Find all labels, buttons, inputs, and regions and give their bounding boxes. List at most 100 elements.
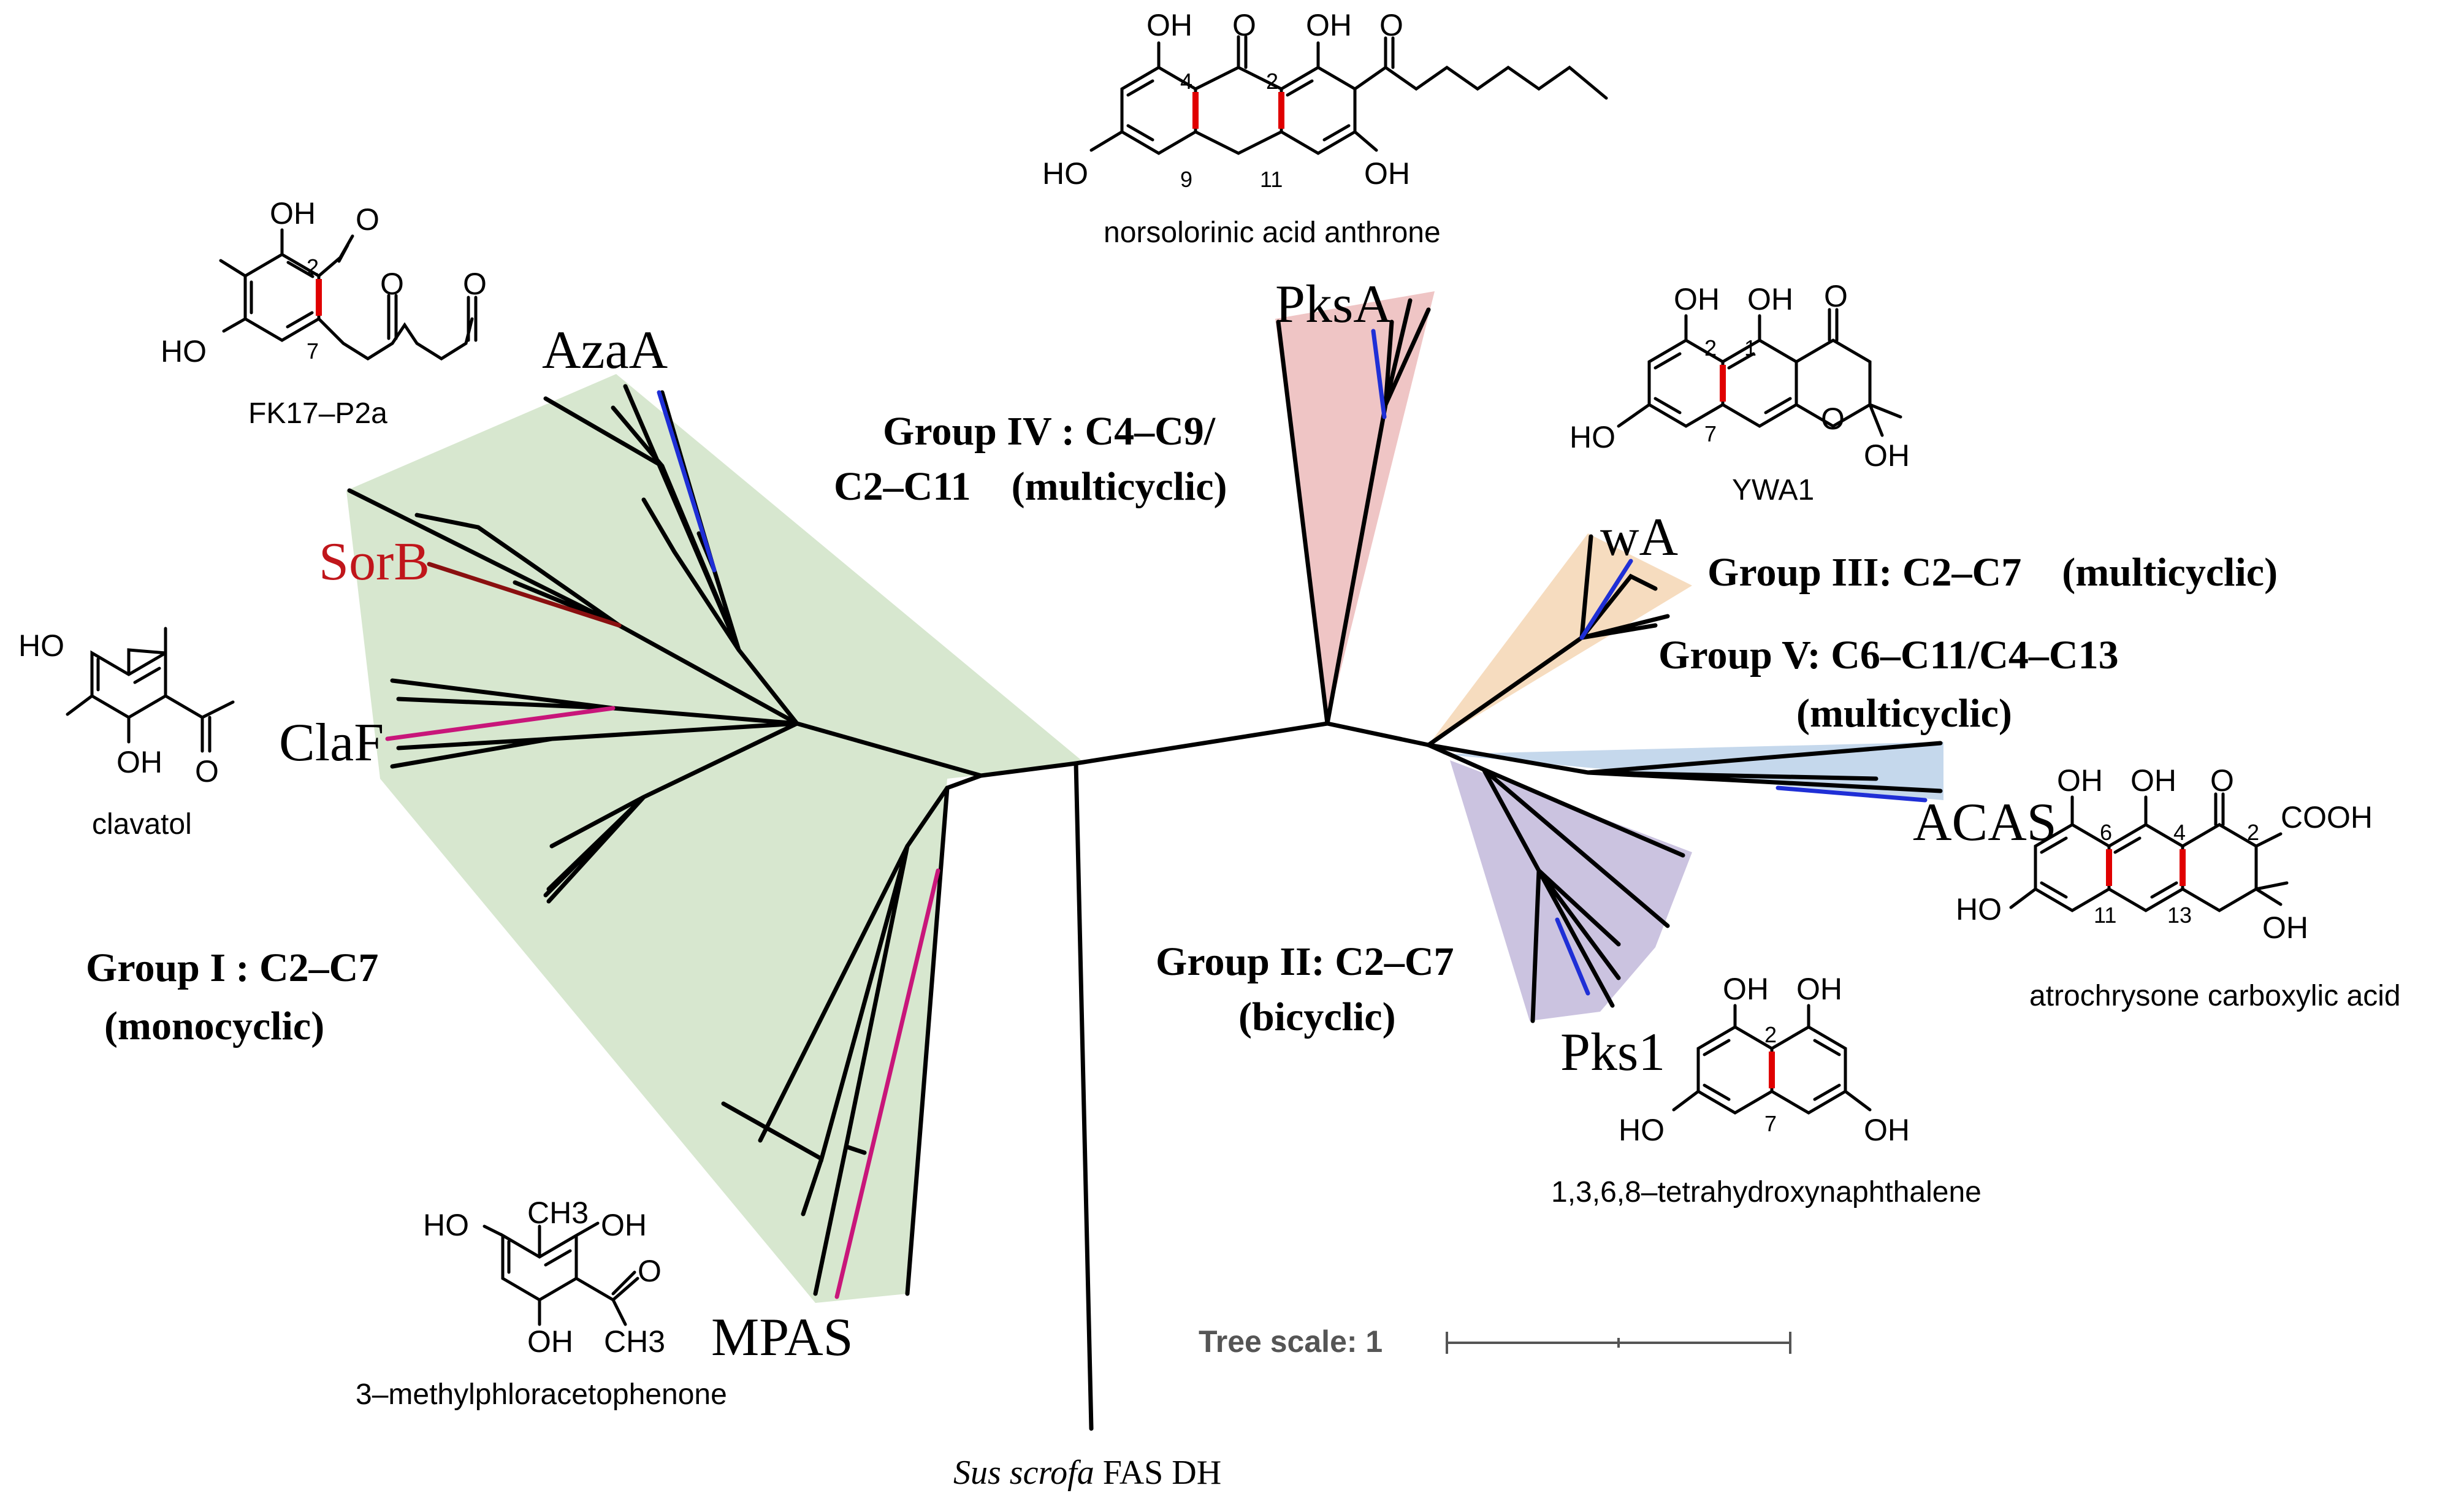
tree-branches bbox=[347, 298, 1943, 1431]
mpa-ch3-bottom: CH3 bbox=[604, 1324, 665, 1359]
acid-ho: HO bbox=[1956, 892, 2002, 926]
mpa-ho-left: HO bbox=[423, 1208, 469, 1242]
group-5-label-line1: Group V: C6–C11/C4–C13 bbox=[1658, 633, 2119, 678]
structure-acid: OH OH O COOH OH HO 6 4 2 11 13 atrochrys… bbox=[1956, 763, 2401, 1012]
thn-pos-2: 2 bbox=[1764, 1022, 1777, 1047]
compound-name-fk17: FK17–P2a bbox=[248, 397, 387, 430]
group1-stem bbox=[795, 721, 983, 778]
structure-thn: OH OH HO OH 2 7 1,3,6,8–tetrahydroxynaph… bbox=[1551, 972, 1981, 1208]
structure-clavatol: HO OH O clavatol bbox=[18, 627, 235, 841]
tree-scale-label: Tree scale: 1 bbox=[1199, 1324, 1383, 1359]
enzyme-label-mpas: MPAS bbox=[711, 1308, 853, 1367]
nsa-o-1: O bbox=[1232, 8, 1256, 42]
fk17-ho: HO bbox=[161, 334, 207, 368]
acas-subclade bbox=[1426, 741, 1943, 793]
mpa-ch3-top-text: CH3 bbox=[527, 1196, 589, 1230]
acid-cooh: COOH bbox=[2281, 800, 2373, 834]
mpas-subclade bbox=[721, 785, 950, 1296]
clavatol-o: O bbox=[195, 754, 219, 788]
compound-name-ywa1: YWA1 bbox=[1732, 474, 1814, 506]
nsa-oh-3: OH bbox=[1364, 156, 1410, 191]
acid-oh-1: OH bbox=[2057, 763, 2103, 798]
compound-name-thn: 1,3,6,8–tetrahydroxynaphthalene bbox=[1551, 1176, 1981, 1208]
sorb-branch bbox=[427, 562, 622, 628]
ywa1-pos-1: 1 bbox=[1744, 335, 1756, 361]
backbone-branch bbox=[978, 721, 1431, 778]
ywa1-oh-2: OH bbox=[1747, 282, 1793, 316]
outgroup-label: Sus scrofa FAS DH bbox=[953, 1454, 1221, 1492]
outgroup-species: Sus scrofa bbox=[953, 1454, 1094, 1492]
acid-pos-4: 4 bbox=[2173, 820, 2186, 845]
group-2-clade-shading bbox=[1450, 760, 1692, 1021]
pks1-branch bbox=[1555, 917, 1590, 996]
nsa-ho: HO bbox=[1042, 156, 1088, 191]
fk17-pos-2: 2 bbox=[307, 254, 319, 280]
structure-mpa: CH3 OH HO OH O CH3 3–methylphloracetophe… bbox=[356, 1196, 727, 1411]
thn-oh-2: OH bbox=[1796, 972, 1842, 1006]
enzyme-label-sorb: SorB bbox=[319, 532, 430, 592]
fk17-oh: OH bbox=[270, 196, 316, 231]
acid-pos-11: 11 bbox=[2094, 903, 2116, 928]
acas-branch bbox=[1776, 785, 1928, 803]
structure-nsa: OH O OH O HO OH 4 2 9 11 norsolorinic ac… bbox=[1042, 8, 1608, 249]
fk17-ketone-o2: O bbox=[463, 267, 487, 301]
acid-oh-2: OH bbox=[2130, 763, 2176, 798]
ywa1-bonds bbox=[1617, 308, 1902, 437]
ywa1-oh-3: OH bbox=[1864, 438, 1910, 473]
thn-bonds bbox=[1672, 1004, 1872, 1115]
outgroup-rest: FAS DH bbox=[1094, 1454, 1221, 1492]
pks1-subclade bbox=[1426, 743, 1685, 1023]
pksa-branch bbox=[1371, 329, 1387, 419]
tree-scale: Tree scale: 1 bbox=[1199, 1324, 1791, 1359]
ywa1-ho: HO bbox=[1570, 420, 1615, 454]
nsa-pos-4: 4 bbox=[1180, 69, 1192, 94]
acid-pos-13: 13 bbox=[2167, 903, 2192, 928]
azaa-branch bbox=[657, 390, 717, 573]
fk17-ketone-o1: O bbox=[380, 267, 404, 301]
thn-oh-1: OH bbox=[1723, 972, 1769, 1006]
group-1-clade-shading bbox=[346, 374, 1085, 1303]
clavatol-bonds bbox=[66, 627, 235, 753]
mpa-bonds bbox=[483, 1221, 639, 1326]
compound-name-mpa: 3–methylphloracetophenone bbox=[356, 1378, 727, 1411]
enzyme-label-pks1: Pks1 bbox=[1560, 1023, 1665, 1082]
mpa-oh-bottom: OH bbox=[527, 1324, 573, 1359]
mpa-ch3-top: CH3 bbox=[527, 1196, 589, 1230]
nsa-pos-9: 9 bbox=[1180, 167, 1192, 192]
group-4-label-line1: Group IV : C4–C9/ bbox=[883, 409, 1216, 454]
nsa-pos-2: 2 bbox=[1266, 69, 1278, 94]
group-2-label-line1: Group II: C2–C7 bbox=[1156, 939, 1454, 984]
fk17-pos-7: 7 bbox=[307, 338, 319, 364]
clavatol-ho: HO bbox=[18, 628, 64, 663]
nsa-oh-2: OH bbox=[1306, 8, 1352, 42]
group-3-clade-shading bbox=[1428, 533, 1692, 745]
nsa-o-2: O bbox=[1379, 8, 1403, 42]
group-4-label-line2: C2–C11 (multicyclic) bbox=[834, 464, 1227, 509]
group-2-label-line2: (bicyclic) bbox=[1238, 995, 1396, 1039]
enzyme-label-acas: ACAS bbox=[1913, 793, 2057, 852]
pksa-subclade bbox=[1276, 298, 1431, 726]
group-1-label-line2: (monocyclic) bbox=[104, 1004, 324, 1048]
claf-branch bbox=[385, 706, 616, 741]
mpa-oh-right: OH bbox=[601, 1208, 647, 1242]
tree-scale-bar bbox=[1446, 1332, 1791, 1354]
ywa1-pos-7: 7 bbox=[1704, 421, 1717, 446]
enzyme-label-azaa: AzaA bbox=[542, 321, 668, 380]
thn-oh-3: OH bbox=[1864, 1113, 1910, 1147]
enzyme-label-wa: wA bbox=[1600, 508, 1678, 567]
ywa1-o-ketone: O bbox=[1824, 279, 1848, 313]
fk17-bonds bbox=[219, 228, 478, 361]
acid-pos-6: 6 bbox=[2100, 820, 2112, 845]
compound-name-clavatol: clavatol bbox=[92, 808, 192, 841]
azaa-subclade bbox=[543, 384, 799, 726]
compound-name-acid: atrochrysone carboxylic acid bbox=[2029, 980, 2401, 1012]
structure-ywa1: OH OH O O HO OH 2 1 7 YWA1 bbox=[1570, 279, 1910, 506]
clavatol-oh: OH bbox=[116, 745, 162, 779]
enzyme-label-claf: ClaF bbox=[279, 713, 384, 773]
ywa1-o-ring: O bbox=[1821, 402, 1845, 436]
mpa-o: O bbox=[638, 1254, 662, 1288]
compound-name-nsa: norsolorinic acid anthrone bbox=[1104, 216, 1441, 249]
nsa-oh-1: OH bbox=[1146, 8, 1192, 42]
thn-ho: HO bbox=[1619, 1113, 1665, 1147]
